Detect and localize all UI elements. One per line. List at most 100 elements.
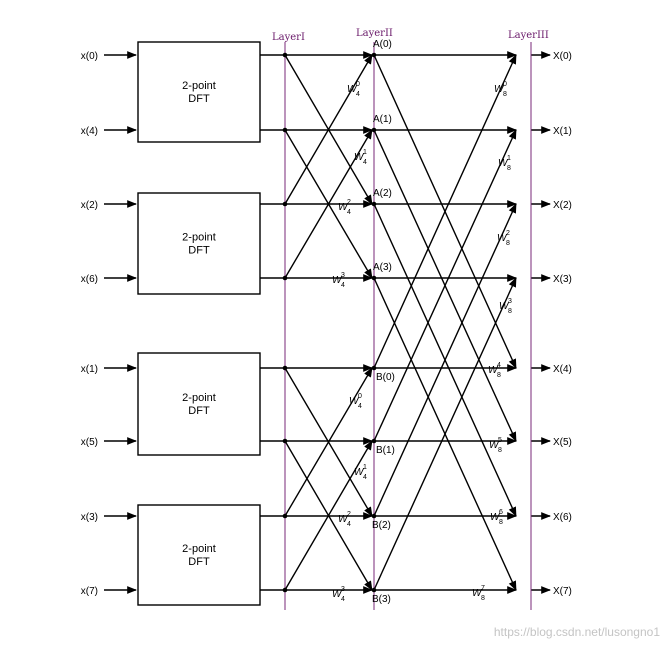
- twiddle-exponent: 1: [507, 155, 511, 162]
- twiddle-base: W: [347, 84, 358, 95]
- twiddle-exponent: 6: [499, 509, 503, 516]
- dft-block-subtitle: DFT: [188, 93, 210, 105]
- stage1-branch: [284, 367, 373, 517]
- dft-block-title: 2-point: [182, 543, 216, 555]
- stage2-branch: [373, 203, 517, 517]
- stage2-branch: [373, 277, 517, 591]
- junction-dot: [371, 275, 377, 281]
- twiddle-exponent: 0: [356, 81, 360, 88]
- output-label: X(5): [553, 437, 572, 448]
- junction-dot: [282, 587, 288, 593]
- output-label: X(4): [553, 364, 572, 375]
- output-label: X(7): [553, 586, 572, 597]
- junction-dot: [371, 587, 377, 593]
- output-label: X(0): [553, 51, 572, 62]
- junction-dot: [371, 201, 377, 207]
- watermark-text: https://blog.csdn.net/lusongno1: [494, 625, 660, 639]
- stage1-branch: [284, 129, 373, 279]
- node-label: A(3): [373, 262, 392, 273]
- twiddle-size: 8: [503, 91, 507, 98]
- twiddle-size: 8: [506, 240, 510, 247]
- stage2-branch: [373, 129, 517, 442]
- dft-block-box: [137, 352, 261, 456]
- node-label: A(2): [373, 188, 392, 199]
- twiddle-base: W: [332, 589, 343, 600]
- twiddle-size: 4: [363, 159, 367, 166]
- butterfly-wires: [104, 51, 551, 594]
- junction-dot: [282, 52, 288, 58]
- twiddle-size: 8: [499, 519, 503, 526]
- dft-block-title: 2-point: [182, 80, 216, 92]
- twiddle-exponent: 1: [363, 464, 367, 471]
- junction-dot: [282, 513, 288, 519]
- twiddle-exponent: 3: [508, 298, 512, 305]
- node-label: B(1): [376, 445, 395, 456]
- junction-dot: [282, 201, 288, 207]
- dft-block-title: 2-point: [182, 392, 216, 404]
- output-label: X(3): [553, 274, 572, 285]
- twiddle-size: 4: [356, 91, 360, 98]
- twiddle-size: 8: [481, 595, 485, 602]
- twiddle-exponent: 5: [498, 437, 502, 444]
- junction-dot: [371, 127, 377, 133]
- twiddle-base: W: [499, 301, 510, 312]
- twiddle-size: 8: [497, 372, 501, 379]
- junction-dot: [282, 438, 288, 444]
- node-label: B(0): [376, 372, 395, 383]
- dft-block-box: [137, 192, 261, 295]
- input-label: x(6): [81, 274, 98, 285]
- twiddle-base: W: [488, 365, 499, 376]
- twiddle-base: W: [332, 275, 343, 286]
- twiddle-exponent: 0: [358, 393, 362, 400]
- twiddle-exponent: 3: [341, 586, 345, 593]
- dft-block-subtitle: DFT: [188, 556, 210, 568]
- dft-block-box: [137, 41, 261, 143]
- node-label: B(2): [372, 520, 391, 531]
- twiddle-base: W: [354, 467, 365, 478]
- junction-dot: [282, 275, 288, 281]
- twiddle-exponent: 1: [363, 149, 367, 156]
- stage1-branch: [284, 54, 373, 205]
- output-label: X(1): [553, 126, 572, 137]
- twiddle-size: 4: [347, 521, 351, 528]
- twiddle-size: 4: [341, 282, 345, 289]
- input-label: x(1): [81, 364, 98, 375]
- input-label: x(4): [81, 126, 98, 137]
- twiddle-base: W: [338, 202, 349, 213]
- input-label: x(2): [81, 200, 98, 211]
- output-label: X(6): [553, 512, 572, 523]
- junction-nodes: [282, 52, 377, 593]
- twiddle-size: 4: [341, 596, 345, 603]
- input-label: x(3): [81, 512, 98, 523]
- stage2-branch: [373, 54, 517, 369]
- twiddle-exponent: 2: [347, 199, 351, 206]
- input-label: x(5): [81, 437, 98, 448]
- junction-dot: [371, 52, 377, 58]
- twiddle-size: 8: [508, 308, 512, 315]
- twiddle-size: 4: [347, 209, 351, 216]
- junction-dot: [371, 438, 377, 444]
- dft-blocks: [137, 41, 261, 606]
- dft-block-box: [137, 504, 261, 606]
- twiddle-exponent: 2: [347, 511, 351, 518]
- twiddle-base: W: [497, 233, 508, 244]
- node-label: A(0): [373, 39, 392, 50]
- dft-block-subtitle: DFT: [188, 405, 210, 417]
- twiddle-size: 8: [498, 447, 502, 454]
- twiddle-base: W: [489, 440, 500, 451]
- input-label: x(7): [81, 586, 98, 597]
- twiddle-base: W: [490, 512, 501, 523]
- junction-dot: [282, 127, 288, 133]
- twiddle-base: W: [498, 158, 509, 169]
